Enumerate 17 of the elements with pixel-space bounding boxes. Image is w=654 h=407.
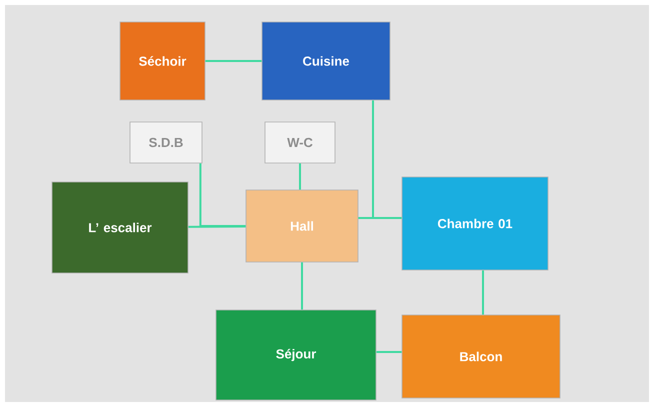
room-box: Hall <box>246 190 358 262</box>
room-box: Chambre 01 <box>402 176 548 270</box>
room-box: W-C <box>264 122 336 164</box>
connector-line <box>482 270 484 315</box>
connector-line <box>199 163 246 227</box>
connector-line <box>205 60 262 62</box>
connector-line <box>376 350 402 353</box>
room-box: Séchoir <box>120 22 206 100</box>
room-box: S.D.B <box>130 122 202 164</box>
room-box: Cuisine <box>262 22 390 100</box>
room-box: Séjour <box>216 310 376 400</box>
room-box: L’ escalier <box>52 182 188 274</box>
connector-line <box>299 163 301 190</box>
connector-line <box>301 262 303 310</box>
room-box: Balcon <box>402 314 560 398</box>
connector-line <box>188 225 246 228</box>
connector-line <box>358 217 402 219</box>
